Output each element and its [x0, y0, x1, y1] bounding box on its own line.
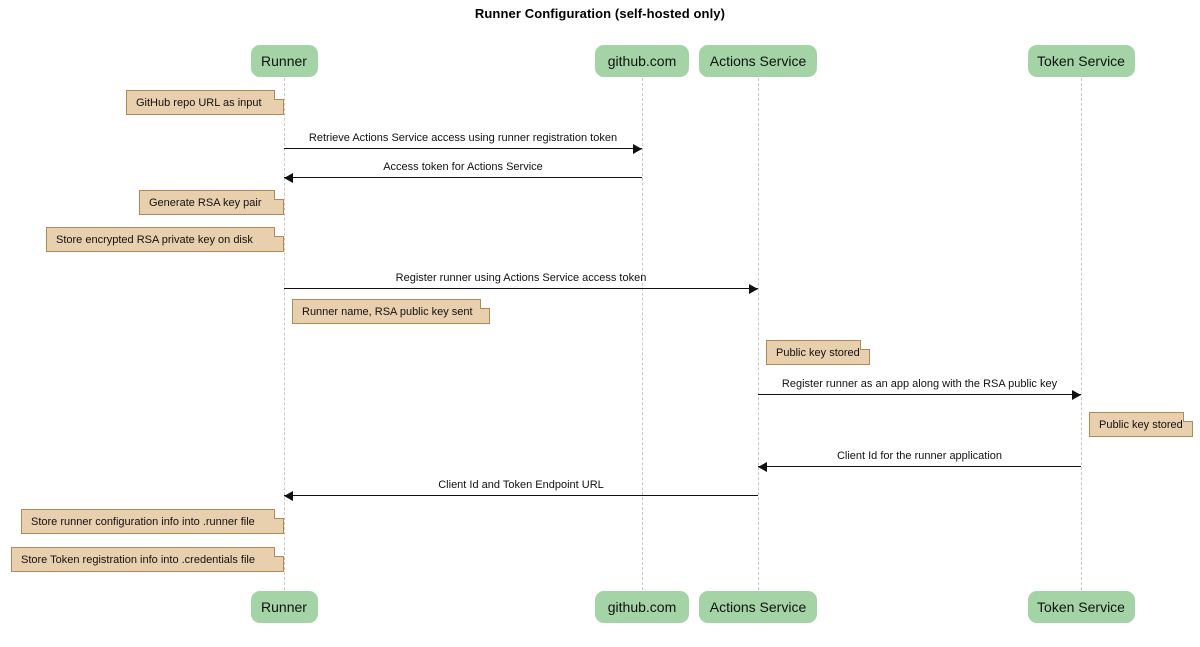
- participant-token-footer[interactable]: Token Service: [1027, 591, 1135, 623]
- note-label: Store encrypted RSA private key on disk: [56, 233, 253, 246]
- participant-github-footer[interactable]: github.com: [595, 591, 689, 623]
- participant-runner-header[interactable]: Runner: [250, 45, 318, 77]
- participant-label: github.com: [607, 53, 677, 69]
- participant-runner-footer[interactable]: Runner: [250, 591, 318, 623]
- msg-access-token-for-actions-service-label: Access token for Actions Service: [383, 161, 543, 173]
- participant-github-header[interactable]: github.com: [595, 45, 689, 77]
- note-fold-corner-icon: [274, 227, 284, 237]
- note-fold-corner-icon: [860, 340, 870, 350]
- participant-label: Actions Service: [709, 599, 807, 615]
- msg-register-runner-as-an-app-label: Register runner as an app along with the…: [781, 378, 1058, 390]
- lifeline-github: [642, 78, 643, 590]
- note-label: Generate RSA key pair: [149, 196, 262, 209]
- msg-register-runner-using-access-token-label: Register runner using Actions Service ac…: [395, 272, 647, 284]
- note-label: Public key stored: [776, 346, 860, 359]
- participant-label: Actions Service: [709, 53, 807, 69]
- lifeline-token: [1081, 78, 1082, 590]
- msg-client-id-for-runner-application-label: Client Id for the runner application: [836, 450, 1003, 462]
- participant-label: Token Service: [1037, 53, 1125, 69]
- msg-client-id-for-runner-application-line: [758, 466, 1081, 467]
- note-fold-corner-icon: [480, 299, 490, 309]
- note-label: Store runner configuration info into .ru…: [31, 515, 255, 528]
- note-fold-corner-icon: [274, 90, 284, 100]
- note-public-key-stored-token: Public key stored: [1089, 412, 1193, 437]
- msg-register-runner-as-an-app-arrowhead: [1072, 390, 1081, 400]
- msg-retrieve-actions-service-access-arrowhead: [633, 144, 642, 154]
- msg-register-runner-using-access-token-line: [284, 288, 758, 289]
- participant-label: Runner: [261, 53, 307, 69]
- note-generate-rsa-key-pair: Generate RSA key pair: [139, 190, 284, 215]
- msg-register-runner-using-access-token-arrowhead: [749, 284, 758, 294]
- note-github-repo-url: GitHub repo URL as input: [126, 90, 284, 115]
- participant-actions-header[interactable]: Actions Service: [699, 45, 817, 77]
- msg-client-id-and-token-endpoint-url-arrowhead: [284, 491, 293, 501]
- participant-label: Token Service: [1037, 599, 1125, 615]
- note-store-encrypted-rsa-private-key: Store encrypted RSA private key on disk: [46, 227, 284, 252]
- participant-label: Runner: [261, 599, 307, 615]
- msg-retrieve-actions-service-access-label: Retrieve Actions Service access using ru…: [308, 132, 618, 144]
- note-fold-corner-icon: [1183, 412, 1193, 422]
- note-store-runner-configuration: Store runner configuration info into .ru…: [21, 509, 284, 534]
- page-title: Runner Configuration (self-hosted only): [474, 6, 726, 21]
- note-public-key-stored-actions: Public key stored: [766, 340, 870, 365]
- note-label: Public key stored: [1099, 418, 1183, 431]
- msg-client-id-and-token-endpoint-url-line: [284, 495, 758, 496]
- participant-token-header[interactable]: Token Service: [1027, 45, 1135, 77]
- note-runner-name-rsa-public-key-sent: Runner name, RSA public key sent: [292, 299, 490, 324]
- note-label: GitHub repo URL as input: [136, 96, 262, 109]
- note-fold-corner-icon: [274, 547, 284, 557]
- msg-register-runner-as-an-app-line: [758, 394, 1081, 395]
- msg-access-token-for-actions-service-line: [284, 177, 642, 178]
- msg-client-id-and-token-endpoint-url-label: Client Id and Token Endpoint URL: [438, 479, 604, 491]
- lifeline-actions: [758, 78, 759, 590]
- participant-label: github.com: [607, 599, 677, 615]
- note-label: Runner name, RSA public key sent: [302, 305, 473, 318]
- note-fold-corner-icon: [274, 509, 284, 519]
- lifeline-runner: [284, 78, 285, 590]
- msg-retrieve-actions-service-access-line: [284, 148, 642, 149]
- msg-access-token-for-actions-service-arrowhead: [284, 173, 293, 183]
- participant-actions-footer[interactable]: Actions Service: [699, 591, 817, 623]
- msg-client-id-for-runner-application-arrowhead: [758, 462, 767, 472]
- note-fold-corner-icon: [274, 190, 284, 200]
- note-label: Store Token registration info into .cred…: [21, 553, 255, 566]
- note-store-token-registration: Store Token registration info into .cred…: [11, 547, 284, 572]
